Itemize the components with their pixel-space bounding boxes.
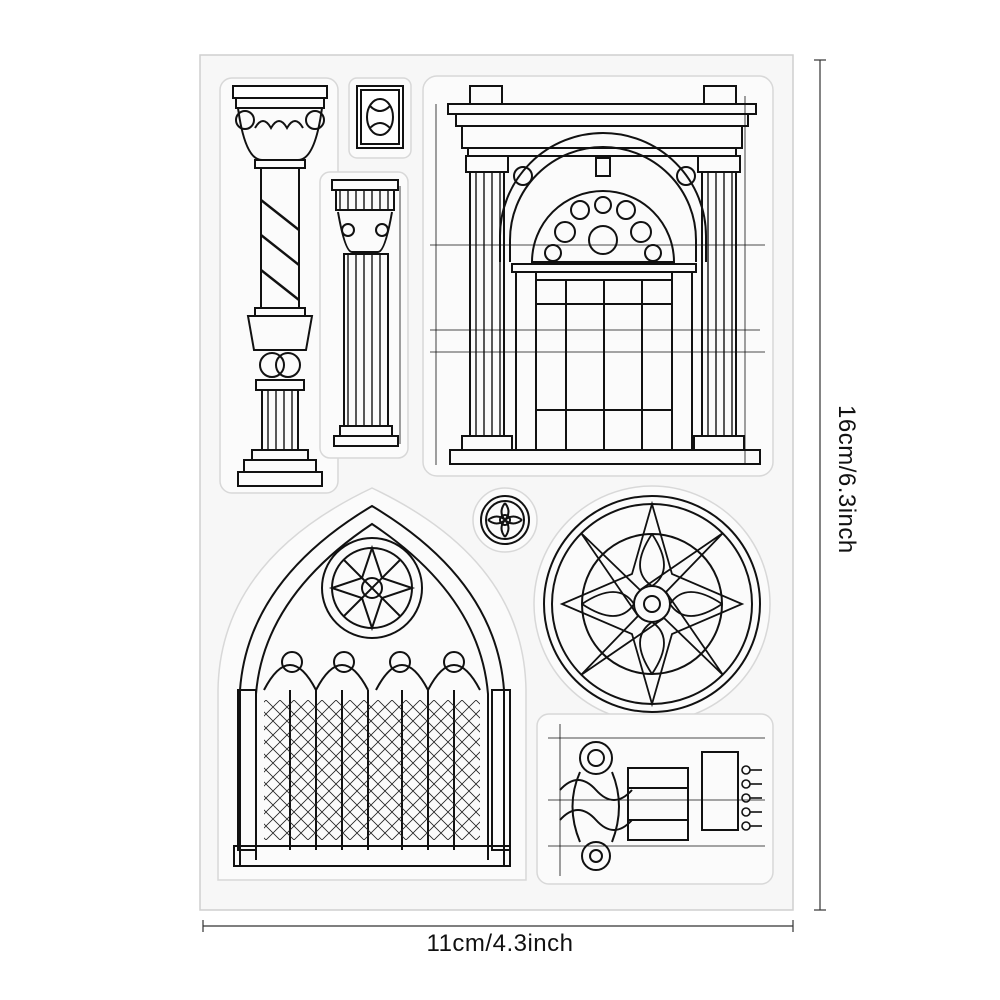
small-rosette-stamp [472, 487, 538, 553]
width-dimension-label: 11cm/4.3inch [426, 930, 574, 957]
gothic-window-stamp [217, 487, 527, 881]
height-dimension-line [814, 59, 826, 911]
arched-door-facade-blueprint-stamp [422, 75, 774, 477]
fluted-column-blueprint-stamp [319, 171, 409, 459]
ionic-capital-blueprint-stamp [536, 713, 774, 885]
width-dimension-line [202, 920, 794, 932]
rose-window-medallion-stamp [533, 485, 771, 723]
ornate-square-tile-stamp [348, 77, 412, 159]
height-dimension-label: 16cm/6.3inch [833, 405, 860, 554]
